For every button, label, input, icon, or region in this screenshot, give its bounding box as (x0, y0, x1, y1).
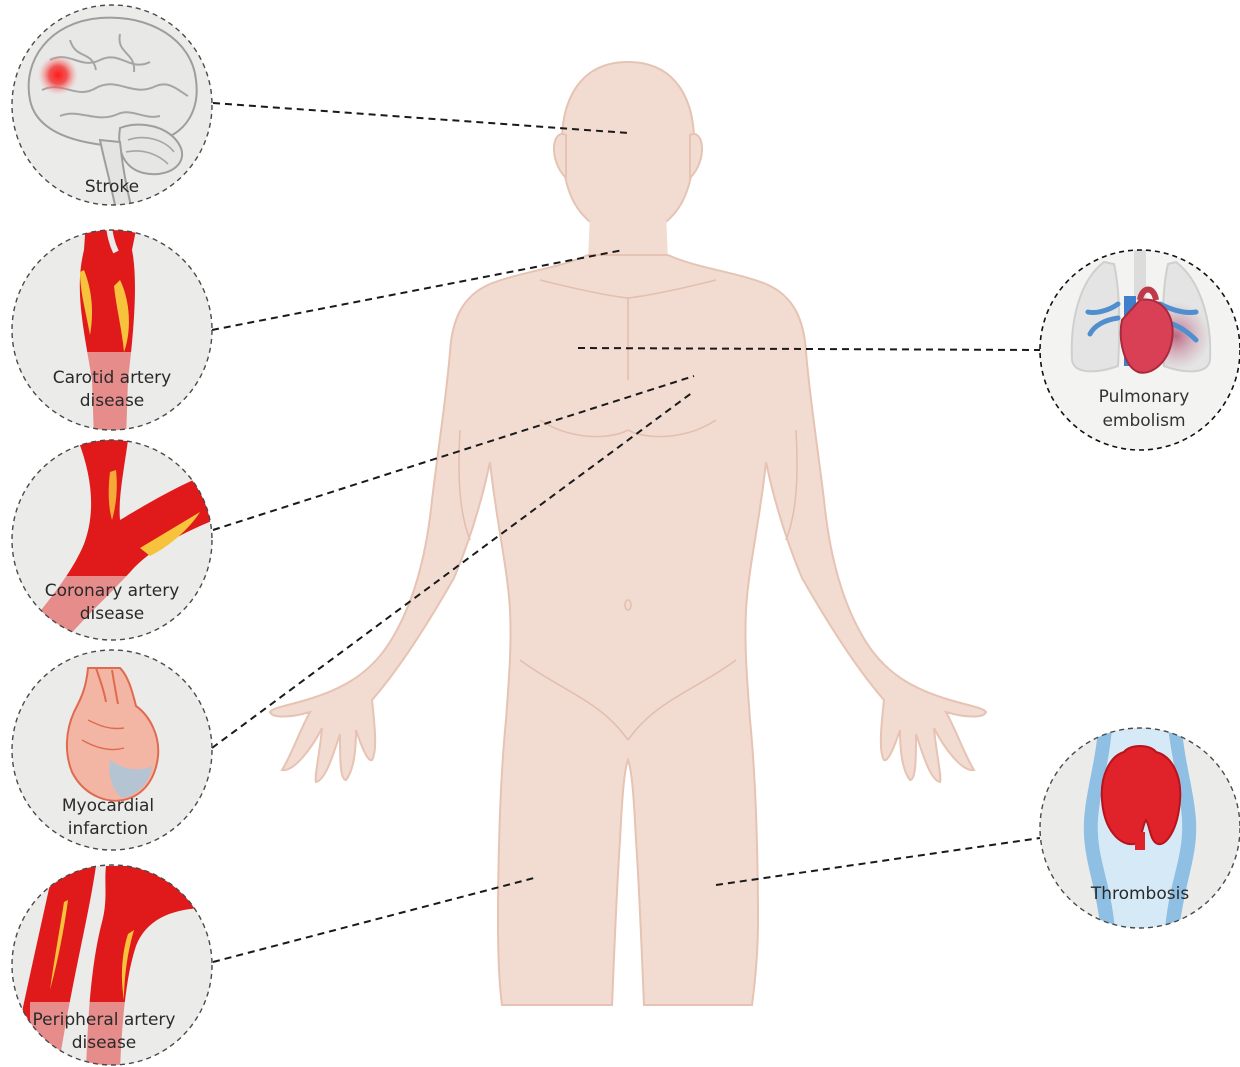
ear-right (690, 134, 702, 178)
leader-peripheral (213, 878, 534, 962)
label-peripheral-line2: disease (72, 1033, 137, 1053)
label-carotid-line2: disease (80, 391, 145, 411)
label-peripheral-line1: Peripheral artery (33, 1010, 176, 1030)
callout-pulmonary: Pulmonary embolism (1040, 250, 1240, 450)
label-stroke: Stroke (85, 177, 139, 197)
vein-clot-icon (1084, 728, 1196, 940)
ear-left (554, 134, 566, 178)
label-pulmonary-line2: embolism (1102, 411, 1185, 431)
head (562, 62, 694, 236)
human-body-figure (270, 62, 986, 1005)
label-pulmonary-line1: Pulmonary (1099, 387, 1190, 407)
label-coronary-line1: Coronary artery (45, 581, 180, 601)
callout-myocardial: Myocardial infarction (12, 650, 212, 850)
callout-peripheral: Peripheral artery disease (10, 865, 212, 1067)
callout-stroke: Stroke (12, 5, 212, 210)
label-thrombosis: Thrombosis (1090, 884, 1190, 904)
callout-carotid: Carotid artery disease (12, 220, 212, 440)
label-myocardial-line2: infarction (68, 819, 148, 839)
label-carotid-line1: Carotid artery (53, 368, 171, 388)
label-coronary-line2: disease (80, 604, 145, 624)
callout-thrombosis: Thrombosis (1040, 728, 1240, 940)
leader-thrombosis (716, 838, 1040, 885)
label-myocardial-line1: Myocardial (62, 796, 154, 816)
callout-coronary: Coronary artery disease (10, 440, 214, 650)
